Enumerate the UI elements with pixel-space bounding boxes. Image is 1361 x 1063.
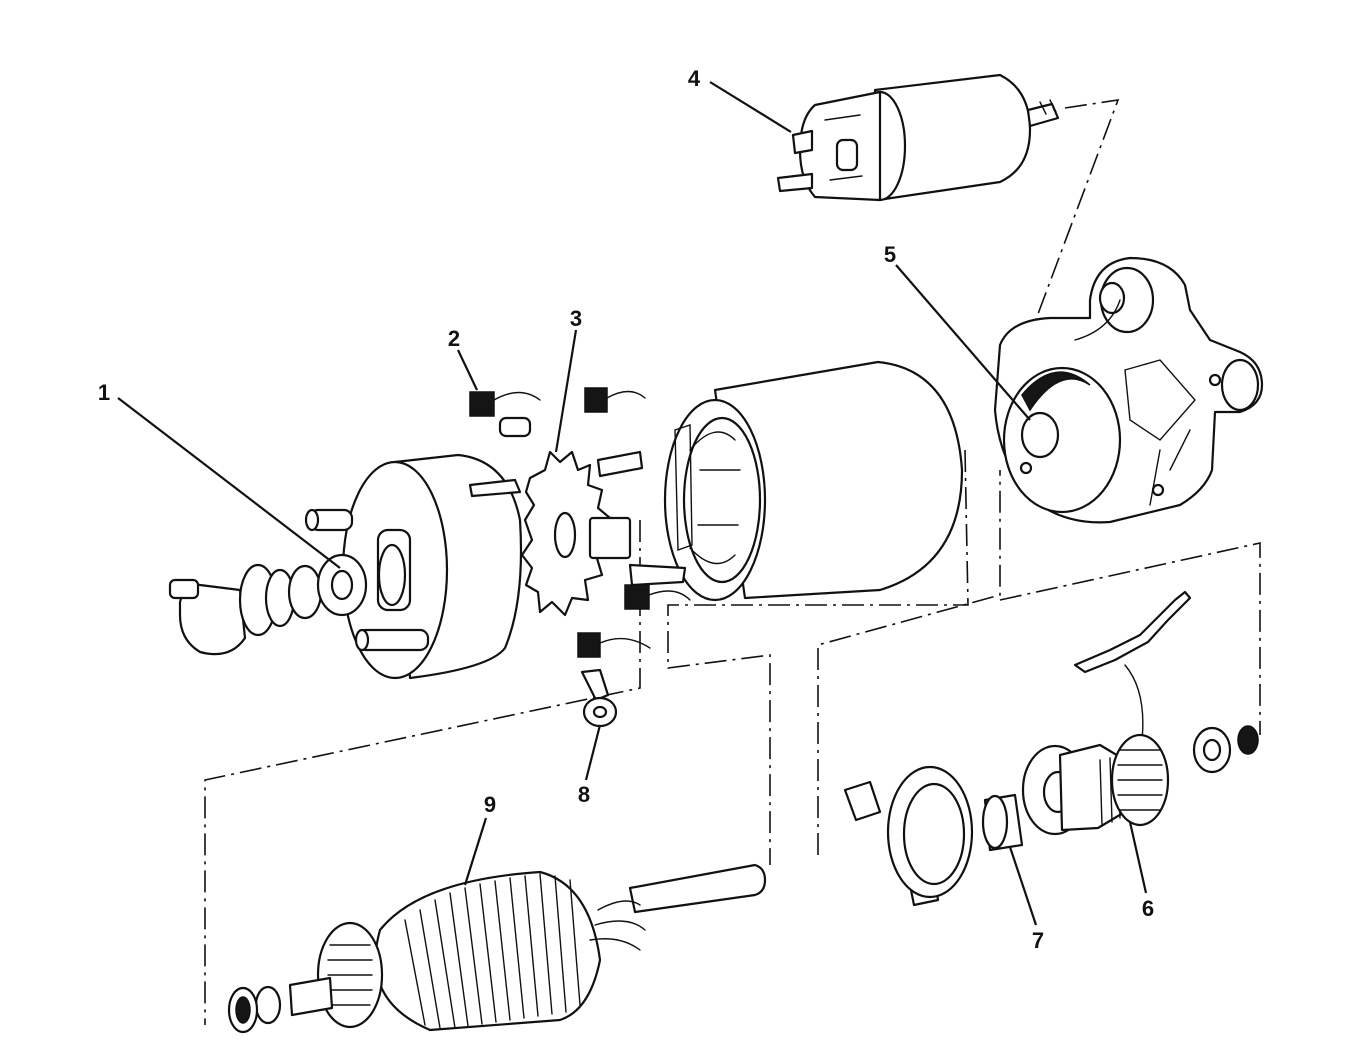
armature [227, 863, 767, 1034]
callout-labels: 1 2 3 4 5 6 7 8 9 [98, 66, 1154, 953]
leader-lines [117, 81, 1148, 926]
drive-washers [843, 765, 1024, 907]
commutator-end-frame [304, 453, 523, 680]
callout-7: 7 [1032, 928, 1044, 953]
callout-6: 6 [1142, 896, 1154, 921]
solenoid [776, 73, 1060, 202]
callout-1: 1 [98, 380, 110, 405]
callout-3: 3 [570, 306, 582, 331]
callout-5: 5 [884, 242, 896, 267]
callout-9: 9 [484, 792, 496, 817]
brush-spring-washer [580, 668, 618, 728]
field-frame-housing [663, 360, 964, 602]
callout-4: 4 [688, 66, 701, 91]
shift-lever [1073, 590, 1192, 756]
callout-2: 2 [448, 326, 460, 351]
drive-end-housing [993, 256, 1264, 524]
end-cap-and-bushing [168, 553, 368, 656]
callout-8: 8 [578, 782, 590, 807]
drive-assembly [1021, 725, 1259, 836]
brush-holder-plate [520, 450, 687, 617]
brushes [469, 387, 691, 658]
